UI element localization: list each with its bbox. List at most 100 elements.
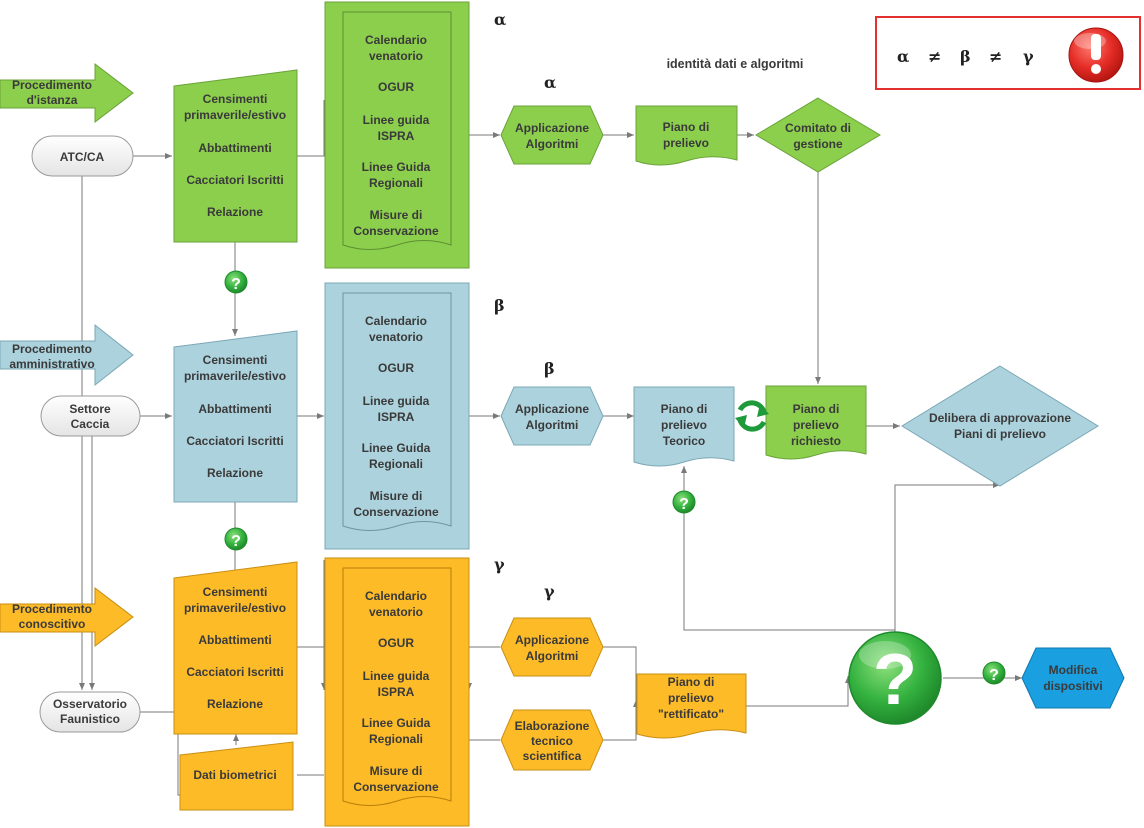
svg-text:Applicazione: Applicazione bbox=[515, 402, 589, 416]
svg-text:Applicazione: Applicazione bbox=[515, 633, 589, 647]
svg-text:venatorio: venatorio bbox=[369, 49, 423, 63]
legend-neq: ≠ bbox=[928, 47, 941, 66]
svg-text:Procedimento: Procedimento bbox=[12, 342, 92, 356]
svg-text:amministrativo: amministrativo bbox=[9, 357, 94, 371]
data-box-alpha: Censimenti primaverile/estivo Abbattimen… bbox=[173, 69, 298, 243]
svg-text:Calendario: Calendario bbox=[365, 314, 427, 328]
data-box-gamma: Censimenti primaverile/estivo Abbattimen… bbox=[173, 561, 298, 735]
doc-panel-alpha: Calendario venatorio OGUR Linee guida IS… bbox=[324, 1, 470, 269]
svg-text:Piani di prelievo: Piani di prelievo bbox=[954, 427, 1046, 441]
algorithm-alpha: Applicazione Algoritmi bbox=[500, 105, 604, 165]
piano-prelievo-teorico: Piano di prelievo Teorico bbox=[633, 386, 735, 467]
procedure-arrow-amministrativo: Procedimento amministrativo bbox=[0, 323, 134, 387]
svg-text:Censimenti: Censimenti bbox=[203, 92, 268, 106]
svg-text:ISPRA: ISPRA bbox=[378, 410, 415, 424]
svg-text:Misure di: Misure di bbox=[370, 764, 423, 778]
procedure-arrow-istanza: Procedimento d'istanza bbox=[0, 62, 134, 124]
svg-text:Piano di: Piano di bbox=[663, 120, 710, 134]
question-icon: ? bbox=[672, 490, 696, 514]
svg-text:Calendario: Calendario bbox=[365, 33, 427, 47]
svg-text:venatorio: venatorio bbox=[369, 330, 423, 344]
exclamation-icon bbox=[1068, 27, 1124, 83]
question-icon: ? bbox=[224, 270, 248, 294]
svg-text:?: ? bbox=[231, 276, 241, 293]
svg-text:Algoritmi: Algoritmi bbox=[526, 418, 579, 432]
svg-text:Delibera di approvazione: Delibera di approvazione bbox=[929, 411, 1071, 425]
algorithm-beta: Applicazione Algoritmi bbox=[500, 386, 604, 446]
actor-settore-caccia: Settore Caccia bbox=[40, 395, 141, 437]
svg-text:prelievo: prelievo bbox=[663, 136, 709, 150]
svg-text:Relazione: Relazione bbox=[207, 697, 263, 711]
greek-label-alpha: α bbox=[544, 73, 556, 92]
svg-text:scientifica: scientifica bbox=[523, 749, 582, 763]
elaborazione-tecnico-scientifica: Elaborazione tecnico scientifica bbox=[500, 709, 604, 771]
svg-text:primaverile/estivo: primaverile/estivo bbox=[184, 601, 286, 615]
svg-text:Conservazione: Conservazione bbox=[353, 505, 439, 519]
svg-text:Linee Guida: Linee Guida bbox=[362, 441, 431, 455]
svg-text:prelievo: prelievo bbox=[793, 418, 839, 432]
svg-text:Caccia: Caccia bbox=[71, 417, 110, 431]
cycle-icon bbox=[735, 400, 769, 432]
svg-text:?: ? bbox=[989, 667, 999, 684]
svg-text:Linee guida: Linee guida bbox=[363, 394, 430, 408]
actor-atc-ca: ATC/CA bbox=[31, 135, 134, 177]
svg-text:Relazione: Relazione bbox=[207, 466, 263, 480]
modifica-dispositivi: Modifica dispositivi bbox=[1021, 647, 1125, 709]
greek-label-alpha-top: α bbox=[494, 10, 506, 29]
big-question-icon: ? bbox=[848, 631, 942, 725]
svg-text:Regionali: Regionali bbox=[369, 457, 423, 471]
svg-text:Abbattimenti: Abbattimenti bbox=[198, 141, 271, 155]
question-icon: ? bbox=[224, 527, 248, 551]
question-icon: ? bbox=[982, 661, 1006, 685]
svg-text:conoscitivo: conoscitivo bbox=[19, 617, 86, 631]
svg-text:Cacciatori Iscritti: Cacciatori Iscritti bbox=[186, 434, 283, 448]
svg-text:Regionali: Regionali bbox=[369, 732, 423, 746]
svg-text:Linee Guida: Linee Guida bbox=[362, 160, 431, 174]
svg-text:?: ? bbox=[231, 533, 241, 550]
svg-text:Censimenti: Censimenti bbox=[203, 353, 268, 367]
svg-text:Comitato di: Comitato di bbox=[785, 121, 851, 135]
svg-text:Conservazione: Conservazione bbox=[353, 780, 439, 794]
doc-panel-beta: Calendario venatorio OGUR Linee guida IS… bbox=[324, 282, 470, 550]
svg-text:dispositivi: dispositivi bbox=[1043, 679, 1102, 693]
svg-text:Piano di: Piano di bbox=[668, 675, 715, 689]
legend-neq: ≠ bbox=[989, 47, 1002, 66]
svg-text:Misure di: Misure di bbox=[370, 489, 423, 503]
svg-text:gestione: gestione bbox=[793, 137, 843, 151]
svg-text:richiesto: richiesto bbox=[791, 434, 841, 448]
svg-text:Elaborazione: Elaborazione bbox=[515, 719, 590, 733]
svg-text:Osservatorio: Osservatorio bbox=[53, 697, 127, 711]
actor-osservatorio-faunistico: Osservatorio Faunistico bbox=[39, 691, 141, 733]
legend-gamma: γ bbox=[1023, 47, 1034, 66]
greek-label-gamma-top: γ bbox=[494, 555, 505, 574]
comitato-di-gestione: Comitato di gestione bbox=[755, 97, 881, 173]
svg-text:Conservazione: Conservazione bbox=[353, 224, 439, 238]
svg-text:Linee guida: Linee guida bbox=[363, 669, 430, 683]
svg-text:Censimenti: Censimenti bbox=[203, 585, 268, 599]
svg-text:OGUR: OGUR bbox=[378, 636, 414, 650]
svg-text:Abbattimenti: Abbattimenti bbox=[198, 633, 271, 647]
svg-text:?: ? bbox=[679, 496, 689, 513]
svg-text:OGUR: OGUR bbox=[378, 80, 414, 94]
svg-text:Algoritmi: Algoritmi bbox=[526, 137, 579, 151]
svg-text:Teorico: Teorico bbox=[663, 434, 705, 448]
svg-text:Cacciatori Iscritti: Cacciatori Iscritti bbox=[186, 173, 283, 187]
svg-text:Modifica: Modifica bbox=[1049, 663, 1098, 677]
svg-text:prelievo: prelievo bbox=[661, 418, 707, 432]
svg-text:ATC/CA: ATC/CA bbox=[60, 150, 105, 164]
greek-label-gamma: γ bbox=[544, 582, 555, 601]
greek-label-beta-top: β bbox=[494, 296, 505, 315]
svg-text:Linee Guida: Linee Guida bbox=[362, 716, 431, 730]
doc-panel-gamma: Calendario venatorio OGUR Linee guida IS… bbox=[324, 557, 470, 827]
svg-text:?: ? bbox=[873, 640, 917, 720]
procedure-arrow-conoscitivo: Procedimento conoscitivo bbox=[0, 586, 134, 648]
svg-text:venatorio: venatorio bbox=[369, 605, 423, 619]
svg-text:d'istanza: d'istanza bbox=[27, 93, 78, 107]
piano-prelievo-alpha: Piano di prelievo bbox=[635, 105, 738, 166]
svg-text:primaverile/estivo: primaverile/estivo bbox=[184, 108, 286, 122]
svg-text:Algoritmi: Algoritmi bbox=[526, 649, 579, 663]
svg-text:Abbattimenti: Abbattimenti bbox=[198, 402, 271, 416]
svg-text:ISPRA: ISPRA bbox=[378, 129, 415, 143]
svg-text:Linee guida: Linee guida bbox=[363, 113, 430, 127]
